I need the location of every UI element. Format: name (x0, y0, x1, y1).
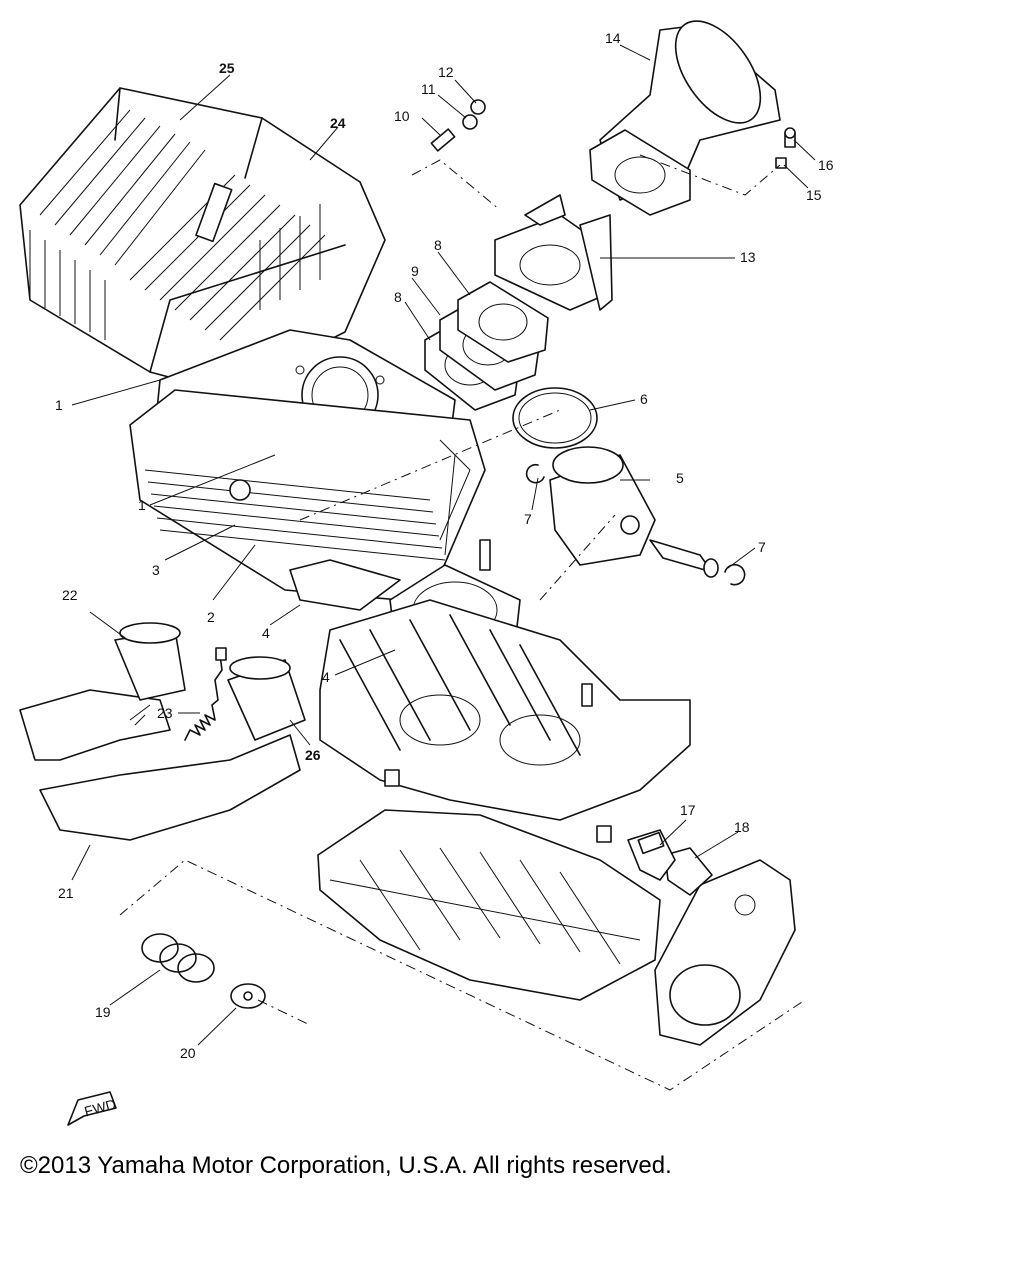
reed-valve (494, 194, 613, 311)
fwd-mark: FWD (83, 1096, 118, 1120)
part-label: 15 (806, 187, 822, 203)
bearing-seal (141, 933, 266, 1009)
part-label: 1 (138, 497, 146, 513)
fwd-arrow-icon: FWD (67, 1091, 118, 1126)
part-label: 19 (95, 1004, 111, 1020)
intake-gasket (424, 281, 549, 411)
part-label: 1 (55, 397, 63, 413)
part-label: 12 (438, 64, 454, 80)
piston-ring (512, 387, 598, 449)
part-label: 4 (322, 669, 330, 685)
side-cover (654, 847, 796, 1046)
part-label: 13 (740, 249, 756, 265)
cylinder-block (129, 389, 486, 601)
part-label: 26 (305, 747, 321, 763)
part-label: 7 (758, 539, 766, 555)
part-label: 6 (640, 391, 648, 407)
part-label: 23 (157, 705, 173, 721)
part-label: 5 (676, 470, 684, 486)
part-label: 2 (207, 609, 215, 625)
crankcase-lower (317, 769, 661, 1001)
part-label: 7 (524, 511, 532, 527)
center-lines (119, 154, 806, 1091)
part-label: 20 (180, 1045, 196, 1061)
spring (184, 647, 227, 741)
part-label: 11 (421, 81, 436, 97)
piston-assembly (525, 446, 746, 586)
part-label: 24 (330, 115, 346, 131)
copyright-notice: ©2013 Yamaha Motor Corporation, U.S.A. A… (20, 1152, 672, 1179)
part-label: 16 (818, 157, 834, 173)
exhaust-manifold (19, 622, 306, 841)
part-label: 9 (411, 263, 419, 279)
part-label: 3 (152, 562, 160, 578)
part-label: 25 (219, 60, 235, 76)
part-label: 21 (58, 885, 74, 901)
part-label: 18 (734, 819, 750, 835)
part-label: 4 (262, 625, 270, 641)
cylinder-head (19, 87, 386, 393)
part-label: 8 (434, 237, 442, 253)
part-label: 17 (680, 802, 696, 818)
part-label: 10 (394, 108, 410, 124)
part-label: 8 (394, 289, 402, 305)
intake-funnel (589, 20, 781, 216)
leader-lines (71, 44, 816, 1046)
crankcase-upper (319, 539, 691, 821)
part-label: 22 (62, 587, 78, 603)
part-label: 14 (605, 30, 621, 46)
part-callouts: 1 1 2 3 4 4 5 6 7 7 8 8 9 10 11 12 13 14… (55, 30, 834, 1061)
fasteners (430, 99, 796, 169)
